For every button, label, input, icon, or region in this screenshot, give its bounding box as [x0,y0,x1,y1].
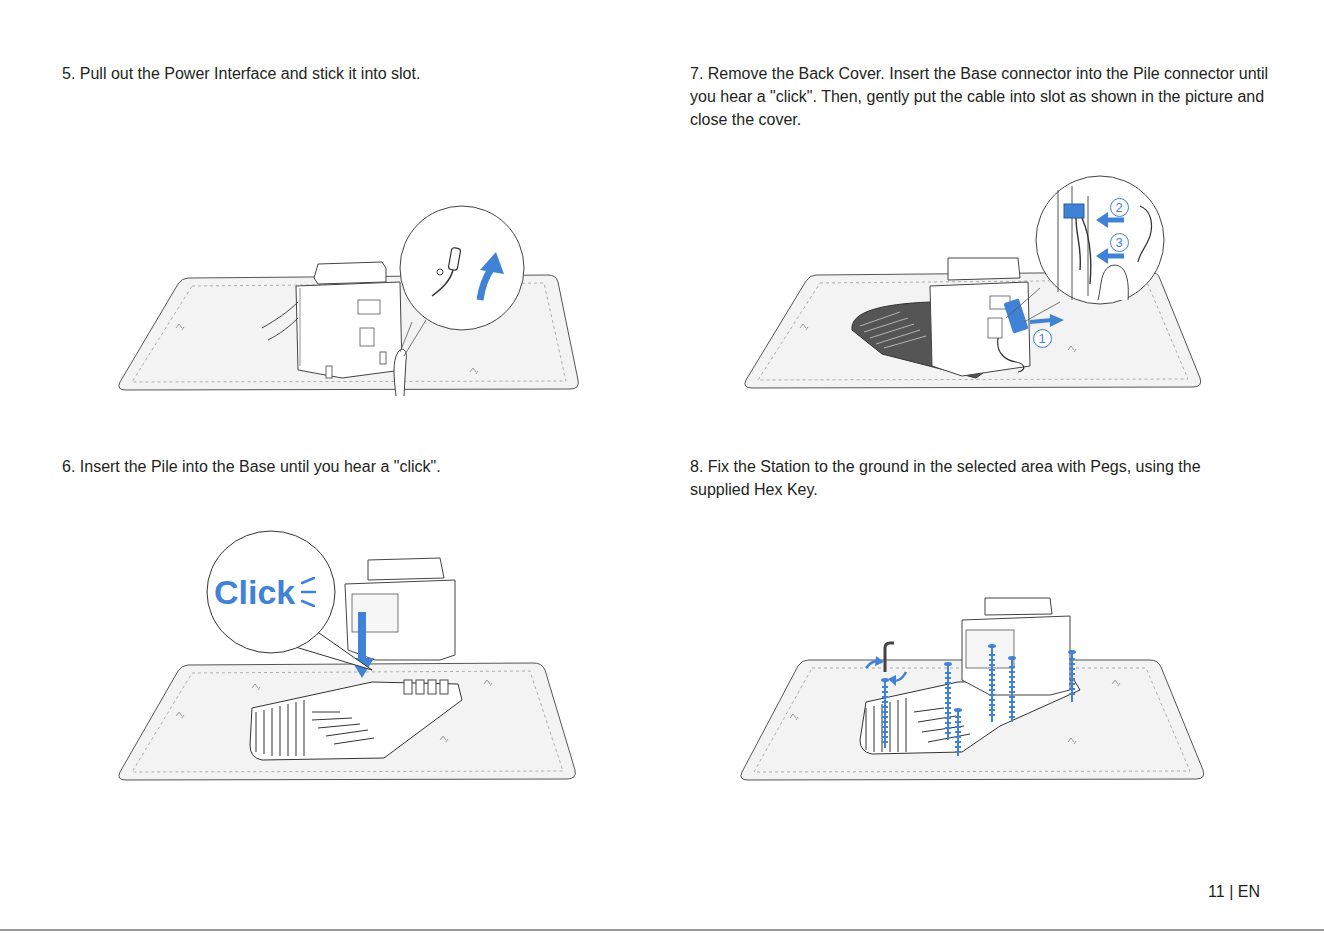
callout-number: 1 [1033,329,1052,348]
page-number: 11 | EN [1150,880,1260,903]
step8-illustration [741,598,1204,780]
callout-text: 2 [1115,200,1122,215]
step-instruction: 8. Fix the Station to the ground in the … [690,455,1242,501]
page-rule [0,930,1324,931]
step7-illustration [745,176,1201,388]
callout-number: 3 [1110,233,1129,252]
callout-text: 1 [1038,331,1045,346]
step-instruction: 6. Insert the Pile into the Base until y… [62,455,662,478]
step-instruction: 5. Pull out the Power Interface and stic… [62,62,662,85]
callout-text: 3 [1115,235,1122,250]
step5-illustration [119,206,578,396]
step6-illustration [119,558,575,780]
step-instruction: 7. Remove the Back Cover. Insert the Bas… [690,62,1274,131]
click-text: Click [214,573,295,611]
callout-number: 2 [1110,198,1129,217]
click-bubble: Click [206,530,336,654]
